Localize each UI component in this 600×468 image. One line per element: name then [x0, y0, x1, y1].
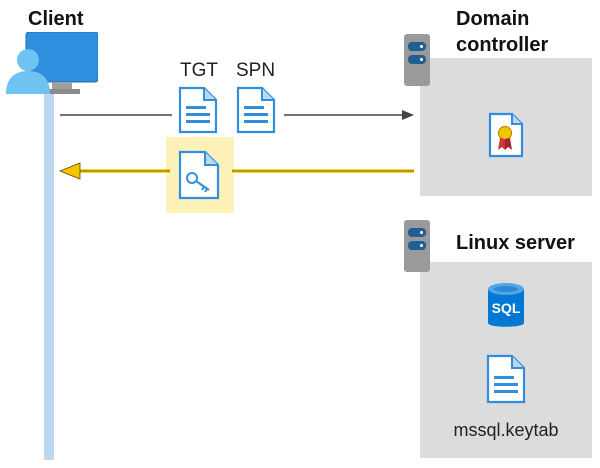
spn-label: SPN — [236, 60, 276, 81]
linux-server-icon — [404, 220, 430, 272]
sql-label: SQL — [491, 300, 521, 316]
linux-server-title: Linux server — [456, 232, 575, 254]
keytab-label: mssql.keytab — [453, 420, 559, 440]
certificate-icon — [488, 112, 524, 158]
client-title: Client — [28, 8, 84, 30]
keytab-document-icon — [486, 354, 526, 404]
response-arrow — [58, 162, 414, 180]
spn-document-icon — [236, 86, 276, 134]
user-monitor-icon — [6, 32, 98, 94]
tgt-label: TGT — [180, 60, 218, 81]
request-arrow — [60, 110, 414, 120]
dc-server-icon — [404, 34, 430, 86]
dc-title-line2: controller — [456, 34, 549, 56]
dc-title-line1: Domain — [456, 8, 530, 30]
tgt-document-icon — [178, 86, 218, 134]
client-lifeline — [44, 92, 54, 460]
sql-database-icon — [488, 283, 524, 327]
key-document-icon — [178, 150, 220, 200]
